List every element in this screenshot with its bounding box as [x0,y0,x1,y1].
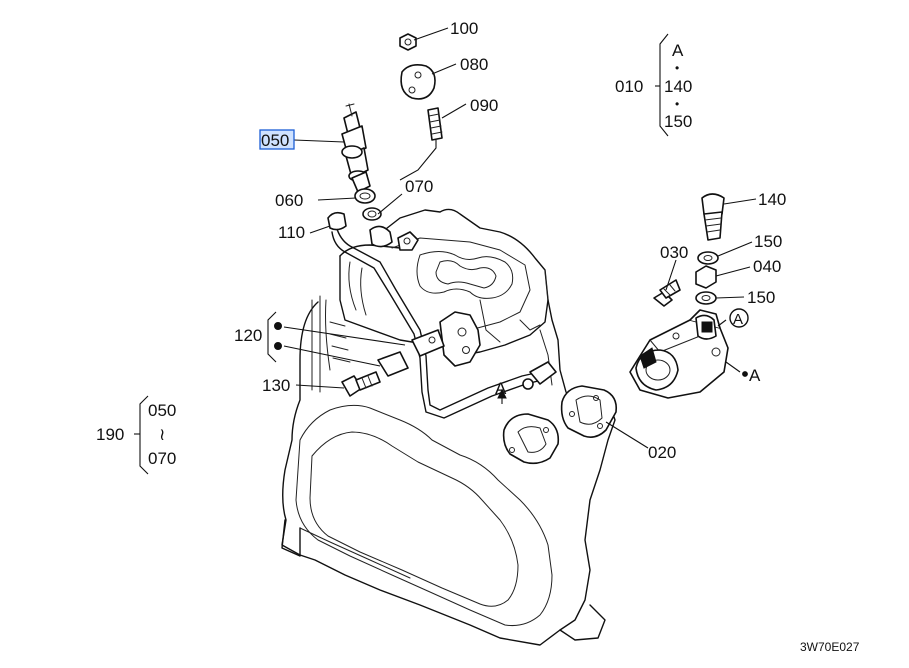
fuel-injection-pipe [327,211,557,419]
washers-060-070 [354,188,419,251]
label-130[interactable]: 130 [262,376,290,395]
label-150-upper[interactable]: 150 [754,232,782,251]
injection-pump [502,193,729,465]
label-120[interactable]: 120 [234,326,262,345]
label-140[interactable]: 140 [758,190,786,209]
nozzle-holder [341,103,371,193]
mark-a-circle-ring [729,308,749,328]
group-010-dot1: • [675,61,679,75]
mark-a-pipe: A [495,379,507,398]
group-010-bottom: 150 [664,112,692,131]
group-190-code[interactable]: 190 [96,425,124,444]
label-030[interactable]: 030 [660,243,688,262]
group-010-middle: 140 [664,77,692,96]
label-150-lower[interactable]: 150 [747,288,775,307]
label-060[interactable]: 060 [275,191,303,210]
group-010-top: A [672,41,684,60]
group-190-top: 050 [148,401,176,420]
nozzle-clamp-parts [399,33,443,181]
label-110[interactable]: 110 [278,223,305,242]
group-190: 190 050 ≀ 070 [96,401,176,468]
bracket-010 [655,33,669,137]
group-010-code[interactable]: 010 [615,77,643,96]
label-090[interactable]: 090 [470,96,498,115]
bracket-190 [134,395,149,475]
group-190-bottom: 070 [148,449,176,468]
label-050-highlight [259,129,295,150]
label-040[interactable]: 040 [753,257,781,276]
mark-a-pump: A [749,366,761,385]
engine-crankcase [281,208,616,646]
mark-a-circle: A [733,311,743,328]
label-080[interactable]: 080 [460,55,488,74]
label-100[interactable]: 100 [450,19,478,38]
drawing-code: 3W70E027 [800,640,860,654]
pipe-clamp [274,322,445,397]
bracket-120 [267,311,277,363]
group-190-tilde: ≀ [159,425,165,444]
label-050[interactable]: 050 [261,131,289,150]
group-010-dot2: • [675,97,679,111]
label-070[interactable]: 070 [405,177,433,196]
label-020[interactable]: 020 [648,443,676,462]
leader-lines [293,27,757,449]
group-010: 010 A • 140 • 150 [615,41,692,131]
part-labels: 100 080 090 050 060 070 110 140 150 040 … [234,19,786,462]
